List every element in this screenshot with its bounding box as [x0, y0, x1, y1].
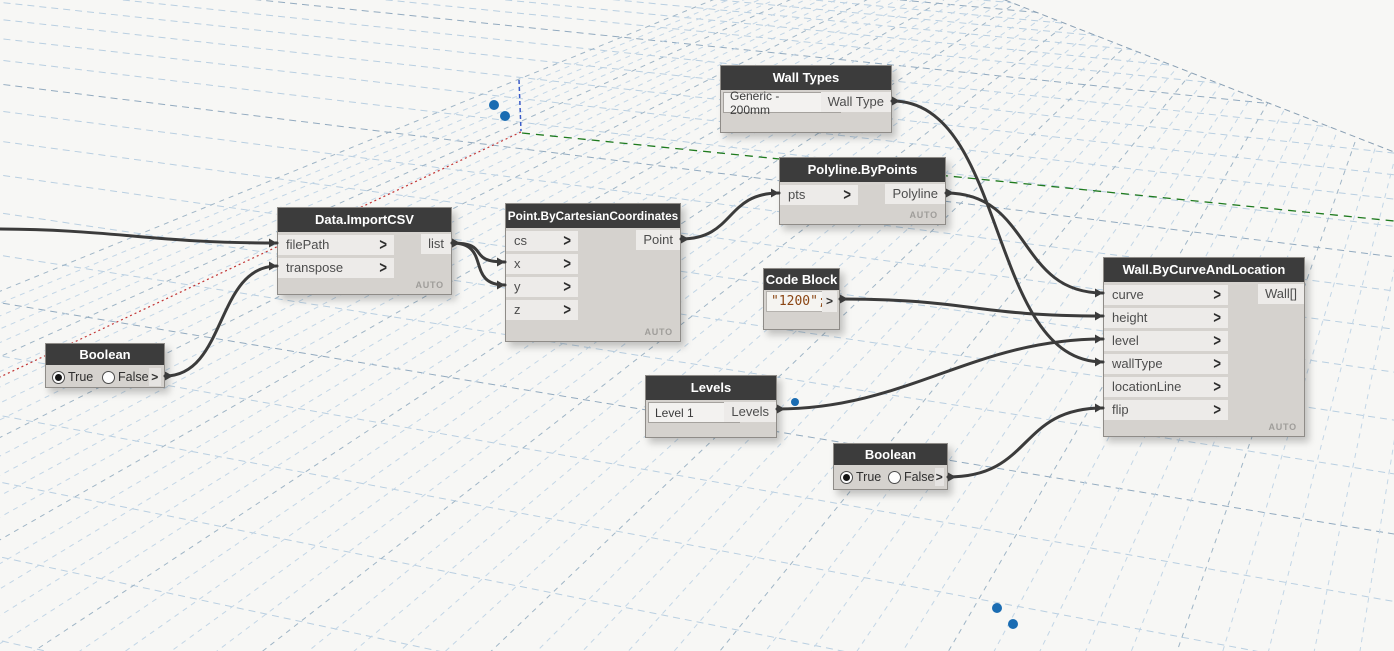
node-wall-bycurveandlocation[interactable]: Wall.ByCurveAndLocation curve > height >…	[1103, 257, 1305, 437]
port-label: level	[1112, 333, 1139, 348]
node-title: Point.ByCartesianCoordinates	[507, 209, 679, 223]
port-chevron-icon: >	[563, 277, 571, 296]
output-port-point[interactable]: Point	[636, 230, 680, 250]
radio-true-label: True	[68, 370, 94, 384]
port-label: cs	[514, 233, 527, 248]
input-port-z[interactable]: z >	[506, 300, 578, 320]
node-header[interactable]: Levels	[646, 376, 776, 400]
node-title: Wall.ByCurveAndLocation	[1122, 262, 1286, 277]
lacing-badge[interactable]: AUTO	[644, 327, 673, 337]
input-port-level[interactable]: level >	[1104, 331, 1228, 351]
port-label: z	[514, 302, 521, 317]
radio-false-label: False	[903, 470, 935, 484]
node-header[interactable]: Boolean	[834, 444, 947, 465]
input-port-pts[interactable]: pts >	[780, 185, 858, 205]
input-port-walltype[interactable]: wallType >	[1104, 354, 1228, 374]
port-label: filePath	[286, 237, 330, 252]
port-chevron-icon: >	[1213, 377, 1221, 396]
port-chevron-icon: >	[379, 235, 387, 254]
node-header[interactable]: Wall.ByCurveAndLocation	[1104, 258, 1304, 282]
node-header[interactable]: Boolean	[46, 344, 164, 365]
node-header[interactable]: Data.ImportCSV	[278, 208, 451, 232]
port-chevron-icon: >	[1213, 308, 1221, 327]
port-chevron-icon: >	[563, 300, 571, 319]
lacing-badge[interactable]: AUTO	[415, 280, 444, 290]
port-chevron-icon: >	[1213, 400, 1221, 419]
port-chevron-icon: >	[1213, 331, 1221, 350]
input-port-cs[interactable]: cs >	[506, 231, 578, 251]
output-port-polyline[interactable]: Polyline	[885, 184, 945, 204]
node-header[interactable]: Polyline.ByPoints	[780, 158, 945, 182]
node-title: Code Block	[765, 272, 838, 287]
node-title: Levels	[690, 380, 732, 395]
code-input[interactable]: "1200";	[766, 291, 831, 312]
node-polyline-bypoints[interactable]: Polyline.ByPoints pts > Polyline AUTO	[779, 157, 946, 225]
node-levels[interactable]: Levels Level 1 Levels	[645, 375, 777, 438]
output-port[interactable]: >	[822, 291, 837, 312]
dropdown-value: Generic - 200mm	[730, 88, 780, 117]
node-header[interactable]: Code Block	[764, 269, 839, 290]
lacing-badge[interactable]: AUTO	[1268, 422, 1297, 432]
node-data-importcsv[interactable]: Data.ImportCSV filePath > transpose > li…	[277, 207, 452, 295]
input-port-filepath[interactable]: filePath >	[278, 235, 394, 255]
dropdown-value: Level 1	[655, 405, 694, 420]
port-chevron-icon: >	[1213, 354, 1221, 373]
walltype-dropdown[interactable]: Generic - 200mm	[723, 89, 841, 117]
output-port-levels[interactable]: Levels	[724, 402, 776, 422]
input-port-curve[interactable]: curve >	[1104, 285, 1228, 305]
radio-true[interactable]	[52, 370, 65, 384]
port-label: x	[514, 256, 521, 271]
grid-edge-line	[1004, 0, 1394, 153]
node-title: Data.ImportCSV	[315, 212, 414, 227]
port-label: locationLine	[1112, 379, 1182, 394]
port-label: height	[1112, 310, 1148, 325]
lacing-badge[interactable]: AUTO	[909, 210, 938, 220]
output-port-wall[interactable]: Wall[]	[1257, 284, 1304, 304]
port-chevron-icon: >	[563, 254, 571, 273]
node-title: Wall Types	[772, 70, 840, 85]
input-port-locationline[interactable]: locationLine >	[1104, 377, 1228, 397]
radio-false[interactable]	[887, 470, 901, 484]
node-boolean-flip[interactable]: Boolean True False >	[833, 443, 948, 490]
port-label: wallType	[1112, 356, 1163, 371]
radio-false-label: False	[118, 370, 149, 384]
node-point-bycartesiancoordinates[interactable]: Point.ByCartesianCoordinates cs > x > y …	[505, 203, 681, 342]
input-port-flip[interactable]: flip >	[1104, 400, 1228, 420]
port-label: flip	[1112, 402, 1129, 417]
radio-true-label: True	[856, 470, 882, 484]
port-chevron-icon: >	[843, 185, 851, 204]
output-port-walltype[interactable]: Wall Type	[820, 92, 891, 112]
port-label: transpose	[286, 260, 344, 275]
port-label: pts	[788, 187, 806, 202]
input-port-transpose[interactable]: transpose >	[278, 258, 394, 278]
port-chevron-icon: >	[1213, 285, 1221, 304]
axis-z-line	[518, 79, 522, 132]
node-title: Boolean	[79, 347, 131, 362]
output-port-list[interactable]: list	[421, 234, 451, 254]
node-header[interactable]: Point.ByCartesianCoordinates	[506, 204, 680, 228]
radio-false[interactable]	[102, 370, 116, 384]
node-title: Polyline.ByPoints	[807, 162, 918, 177]
port-chevron-icon: >	[379, 258, 387, 277]
port-label: y	[514, 279, 521, 294]
node-code-block[interactable]: Code Block "1200"; >	[763, 268, 840, 330]
node-boolean-transpose[interactable]: Boolean True False >	[45, 343, 165, 388]
port-chevron-icon: >	[563, 231, 571, 250]
input-port-height[interactable]: height >	[1104, 308, 1228, 328]
port-label: curve	[1112, 287, 1144, 302]
axis-x-line	[0, 131, 522, 378]
input-port-x[interactable]: x >	[506, 254, 578, 274]
radio-true[interactable]	[840, 470, 853, 484]
input-port-y[interactable]: y >	[506, 277, 578, 297]
node-title: Boolean	[864, 447, 917, 462]
node-header[interactable]: Wall Types	[721, 66, 891, 90]
output-port[interactable]: >	[934, 468, 944, 486]
node-wall-types[interactable]: Wall Types Generic - 200mm Wall Type	[720, 65, 892, 133]
output-port[interactable]: >	[148, 368, 161, 386]
levels-dropdown[interactable]: Level 1	[648, 402, 740, 423]
